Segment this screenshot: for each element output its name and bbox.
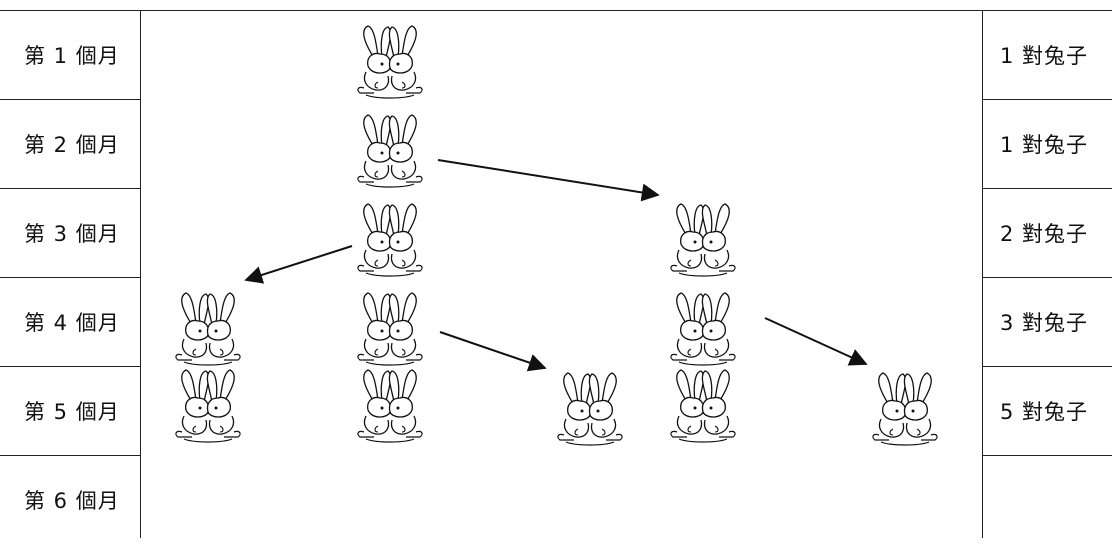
rabbit-pair-icon (358, 370, 422, 442)
row-divider-left (0, 188, 140, 189)
arrow-icon (439, 331, 547, 372)
fibonacci-rabbit-diagram: 第 1 個月 第 2 個月 第 3 個月 第 4 個月 第 5 個月 第 6 個… (0, 10, 1112, 538)
month-label-2: 第 2 個月 (24, 132, 120, 157)
row-divider-right (982, 455, 1112, 456)
month-label-5: 第 5 個月 (24, 399, 120, 424)
row-divider-left (0, 277, 140, 278)
rabbit-pair-icon (671, 204, 735, 276)
rabbit-pair-icon (358, 115, 422, 187)
arrow-icon (244, 245, 353, 284)
month-label-3: 第 3 個月 (24, 221, 120, 246)
pair-count-3: 2 對兔子 (1000, 221, 1089, 246)
left-column-divider (140, 10, 141, 538)
rabbit-pair-icon (176, 370, 240, 442)
month-label-1: 第 1 個月 (24, 43, 120, 68)
rabbit-pair-icon (558, 373, 622, 445)
rabbit-diagram-canvas (0, 10, 1112, 538)
month-label-6: 第 6 個月 (24, 488, 120, 513)
pair-count-5: 5 對兔子 (1000, 399, 1089, 424)
rabbit-pair-icon (358, 26, 422, 98)
rabbit-pair-icon (671, 370, 735, 442)
rabbit-pair-icon (358, 293, 422, 365)
row-divider-right (982, 366, 1112, 367)
arrow-icon (764, 317, 868, 366)
row-divider-right (982, 277, 1112, 278)
row-divider-right (982, 99, 1112, 100)
row-divider-left (0, 366, 140, 367)
right-column-divider (982, 10, 983, 538)
rabbit-pair-icon (873, 373, 937, 445)
row-divider-left (0, 455, 140, 456)
arrow-icon (437, 159, 660, 202)
pair-count-2: 1 對兔子 (1000, 132, 1089, 157)
month-label-4: 第 4 個月 (24, 310, 120, 335)
pair-count-4: 3 對兔子 (1000, 310, 1089, 335)
row-divider-left (0, 99, 140, 100)
pair-count-1: 1 對兔子 (1000, 43, 1089, 68)
rabbit-pair-icon (671, 293, 735, 365)
rabbit-pair-icon (176, 293, 240, 365)
top-border (0, 10, 1112, 11)
row-divider-right (982, 188, 1112, 189)
rabbit-pair-icon (358, 204, 422, 276)
